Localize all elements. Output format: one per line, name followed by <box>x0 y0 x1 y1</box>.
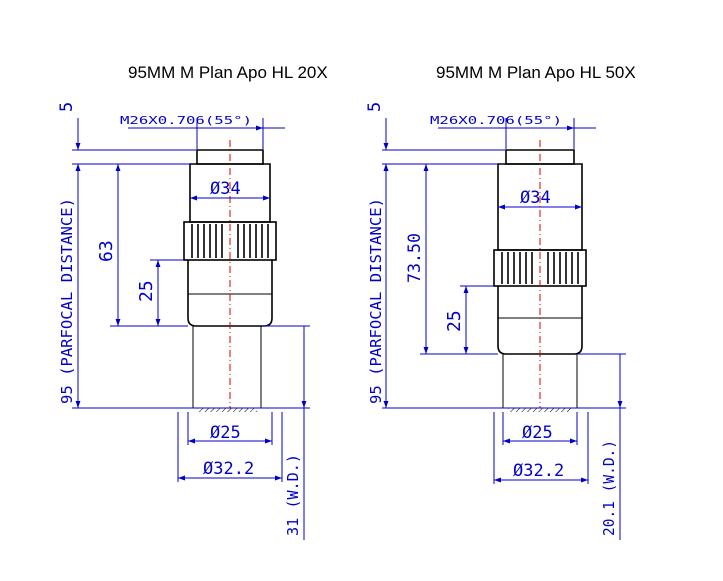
front-diameter-label-50x: Ø25 <box>522 423 553 443</box>
thread-spec-50x: M26X0.706(55°) <box>430 114 562 127</box>
objective-20x: 95MM M Plan Apo HL 20X <box>57 63 328 540</box>
objective-50x: 95MM M Plan Apo HL 50X <box>365 63 636 540</box>
working-distance-label-20x: 31 (W.D.) <box>284 454 302 536</box>
extension-lines-20x <box>72 118 310 482</box>
field-diameter-label-20x: Ø32.2 <box>203 459 254 479</box>
field-diameter-label-50x: Ø32.2 <box>513 461 564 481</box>
knurl-height-label-50x: 25 <box>444 310 465 332</box>
outer-diameter-label-20x: Ø34 <box>210 179 241 199</box>
parfocal-label-20x: 95 (PARFOCAL DISTANCE) <box>58 198 76 404</box>
knurl-ring-20x <box>191 224 269 258</box>
specimen-plane-50x <box>508 408 572 412</box>
title-20x: 95MM M Plan Apo HL 20X <box>128 63 328 82</box>
thread-spec-20x: M26X0.706(55°) <box>120 114 252 127</box>
working-distance-label-50x: 20.1 (W.D.) <box>600 440 618 536</box>
dimension-lines-50x <box>383 118 623 540</box>
outer-diameter-label-50x: Ø34 <box>520 188 551 208</box>
tube-length-label-50x: 73.50 <box>405 233 425 283</box>
top-gap-label-20x: 5 <box>57 102 77 112</box>
extension-lines-50x <box>382 118 626 484</box>
parfocal-label-50x: 95 (PARFOCAL DISTANCE) <box>367 198 385 404</box>
specimen-plane-20x <box>197 408 257 412</box>
top-gap-label-50x: 5 <box>365 102 385 112</box>
knurl-ring-50x <box>501 252 579 284</box>
title-50x: 95MM M Plan Apo HL 50X <box>436 63 636 82</box>
front-diameter-label-20x: Ø25 <box>210 423 241 443</box>
knurl-height-label-20x: 25 <box>136 280 157 302</box>
dimension-lines-20x <box>75 118 307 540</box>
lens-body-20x <box>183 149 277 412</box>
tube-length-label-20x: 63 <box>96 240 117 262</box>
